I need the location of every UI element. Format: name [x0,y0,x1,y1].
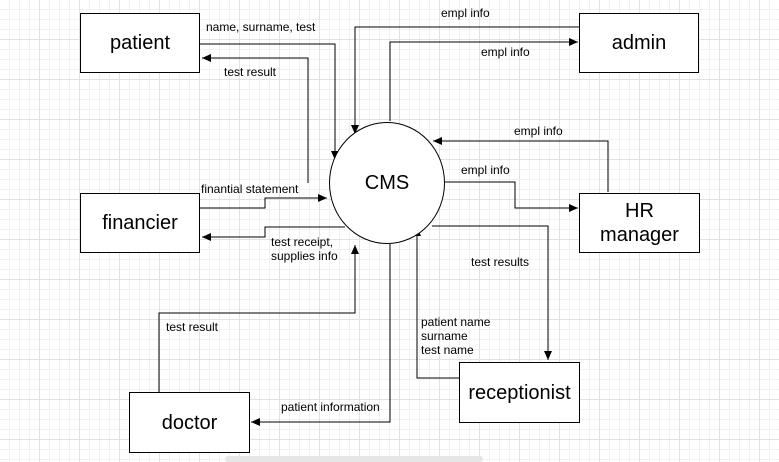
flow-patient-to-cms [199,43,339,160]
entity-receptionist-label: receptionist [468,381,571,404]
label-cms-to-receptionist: test results [471,255,530,269]
label-cms-to-financier-line1: test receipt, [271,235,334,249]
flow-cms-to-admin [389,38,578,121]
flow-hr-to-cms [433,137,609,192]
label-financier-to-cms: finantial statement [201,182,299,196]
entity-hr-manager-label-line2: manager [600,224,679,246]
entity-admin: admin [579,13,699,73]
entity-admin-label: admin [611,32,667,54]
label-patient-to-cms: name, surname, test [206,20,316,34]
flow-cms-to-financier [202,226,345,241]
entity-financier: financier [80,193,200,253]
label-doctor-to-cms: test result [166,320,219,334]
entity-receptionist: receptionist [459,362,580,423]
flow-financier-to-cms [200,194,327,209]
flow-admin-to-cms [351,26,579,134]
entity-patient: patient [80,13,200,73]
label-cms-to-patient: test result [224,65,277,79]
flow-doctor-to-cms [158,245,359,392]
label-admin-to-cms: empl info [441,6,490,20]
label-hr-to-cms: empl info [514,124,563,138]
flow-cms-to-patient [202,54,309,183]
label-cms-to-financier-line2: supplies info [271,249,338,263]
process-cms-label: CMS [364,171,410,194]
label-receptionist-to-cms-line2: surname [421,329,468,343]
entity-hr-manager-label-line1: HR [625,200,654,222]
process-cms: CMS [329,122,445,244]
flow-cms-to-doctor [251,244,391,426]
entity-doctor-label: doctor [161,411,218,434]
flow-cms-to-hr [445,181,578,212]
label-receptionist-to-cms-line1: patient name [421,315,491,329]
entity-hr-manager: HR manager [579,193,700,253]
horizontal-scrollbar[interactable] [225,456,483,462]
entity-financier-label: financier [102,212,178,234]
flow-cms-to-receptionist [432,225,552,360]
entity-doctor: doctor [129,392,250,453]
label-cms-to-doctor: patient information [281,400,380,414]
label-cms-to-hr: empl info [461,163,510,177]
flow-receptionist-to-cms [413,227,460,379]
label-receptionist-to-cms-line3: test name [421,343,474,357]
label-cms-to-admin: empl info [481,45,530,59]
entity-patient-label: patient [109,32,171,54]
